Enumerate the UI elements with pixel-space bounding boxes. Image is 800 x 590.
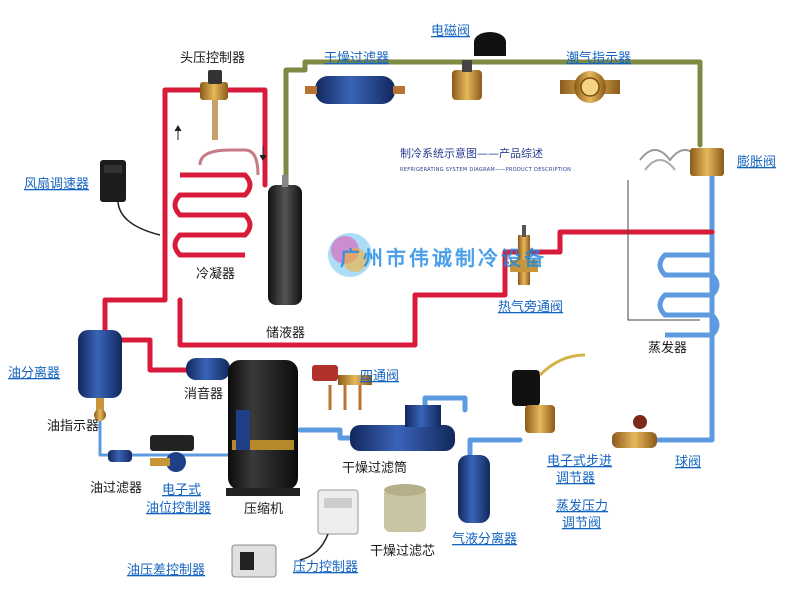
label-solenoid-valve: 电磁阀 [431, 24, 470, 39]
label-moisture-indicator: 潮气指示器 [566, 50, 631, 66]
label-dryer-filter-top: 干燥过滤器 [324, 51, 389, 66]
discharge-line-head [162, 87, 268, 188]
electronic-stepper-regulator-icon [512, 353, 586, 433]
electronic-oil-level-controller-icon [150, 435, 194, 472]
solenoid-valve-icon [452, 32, 506, 100]
label-evap-pressure-regulator-line1: 蒸发压力 [556, 498, 608, 514]
pressure-controller-icon [299, 489, 359, 561]
head-pressure-controller-icon [200, 70, 228, 140]
discharge-line-main [102, 87, 168, 333]
compressor-icon [226, 360, 300, 496]
watermark-logo-icon [328, 233, 372, 277]
label-dryer-filter-core: 干燥过滤芯 [370, 544, 435, 559]
hot-gas-bypass-line [177, 229, 715, 348]
oil-filter-icon [108, 450, 132, 462]
oil-separator-icon [78, 330, 122, 412]
label-gas-liquid-separator: 气液分离器 [452, 531, 517, 547]
label-oil-filter: 油过滤器 [90, 481, 142, 496]
moisture-indicator-icon [560, 71, 620, 103]
label-evap-pressure-regulator-line2: 调节阀 [562, 516, 601, 531]
expansion-valve-icon [627, 148, 724, 321]
label-receiver: 储液器 [266, 326, 305, 341]
label-fan-speed-controller: 风扇调速器 [24, 176, 89, 192]
condenser-coil [172, 148, 260, 258]
label-oil-separator: 油分离器 [8, 365, 60, 381]
muffler-icon [186, 358, 230, 380]
label-electronic-stepper-regulator-line2: 调节器 [556, 471, 595, 486]
dryer-filter-shell-icon [350, 405, 455, 451]
discharge-line-muffler [115, 337, 193, 373]
label-condenser: 冷凝器 [196, 266, 235, 282]
oil-sight-glass-icon [94, 409, 106, 421]
receiver-icon [268, 175, 302, 305]
label-head-pressure-controller: 头压控制器 [180, 51, 245, 66]
four-way-valve-icon [312, 365, 372, 410]
diagram-subtitle: REFRIGERATING SYSTEM DIAGRAM——PRODUCT DE… [400, 167, 571, 173]
label-hot-gas-bypass: 热气旁通阀 [498, 299, 563, 315]
label-pressure-controller: 压力控制器 [293, 560, 358, 575]
dryer-filter-core-icon [384, 484, 426, 532]
flow-arrows [174, 125, 267, 161]
label-electronic-stepper-regulator-line1: 电子式步进 [547, 454, 612, 469]
label-evaporator: 蒸发器 [648, 340, 687, 356]
label-expansion-valve: 膨胀阀 [737, 155, 776, 170]
suction-line-evap [617, 167, 715, 443]
label-oil-pressure-diff-controller: 油压差控制器 [127, 563, 205, 578]
label-oil-sight-glass: 油指示器 [47, 419, 99, 434]
dryer-filter-top-icon [305, 76, 405, 104]
suction-line-accum [467, 437, 523, 461]
suction-line-compressor [297, 427, 358, 441]
label-compressor: 压缩机 [244, 501, 283, 517]
label-muffler: 消音器 [184, 386, 223, 402]
fan-speed-controller-icon [100, 160, 161, 236]
oil-pressure-diff-controller-icon [231, 544, 277, 578]
evaporator-coil [657, 252, 720, 338]
watermark-text: 广州市伟诚制冷设备 [340, 246, 547, 270]
gas-liquid-separator-icon [458, 455, 490, 523]
hot-gas-bypass-valve-icon [510, 225, 538, 285]
flow-arrow [259, 146, 267, 161]
liquid-line [283, 59, 703, 188]
label-dryer-filter-shell: 干燥过滤筒 [342, 460, 407, 476]
label-electronic-oil-level-controller-line1: 电子式 [162, 483, 201, 498]
suction-line-top [422, 395, 468, 413]
diagram-title: 制冷系统示意图——产品综述 [400, 146, 543, 160]
ball-valve-icon [612, 415, 657, 448]
label-four-way-valve: 四通阀 [360, 369, 399, 384]
flow-arrow [174, 125, 182, 140]
label-ball-valve: 球阀 [675, 455, 701, 470]
label-electronic-oil-level-controller-line2: 油位控制器 [146, 501, 211, 516]
